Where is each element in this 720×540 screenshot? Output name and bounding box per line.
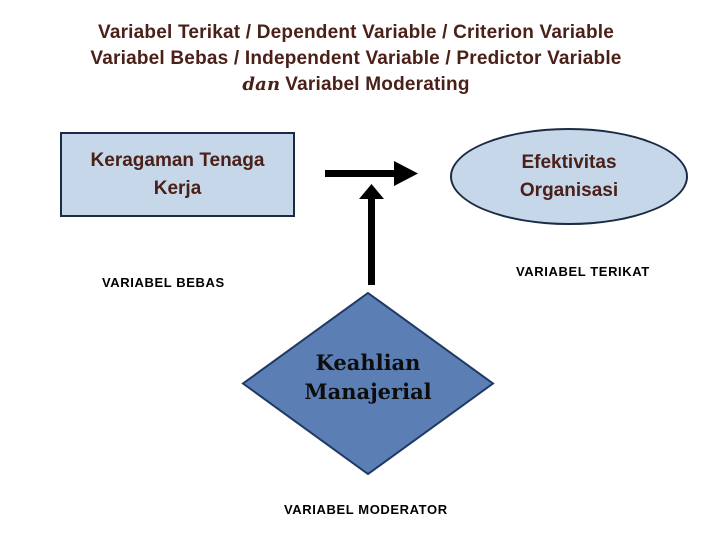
caption-variabel-terikat: VARIABEL TERIKAT	[516, 264, 650, 279]
dependent-variable-label: Efektivitas Organisasi	[519, 151, 619, 201]
slide-title: Variabel Terikat / Dependent Variable / …	[0, 20, 712, 98]
moderator-label-line-1: Keahlian	[315, 350, 421, 375]
moderator-diamond	[241, 291, 495, 476]
moderator-variable-label: Keahlian Manajerial	[267, 348, 469, 406]
title-line-3-text: Variabel Moderating	[285, 74, 470, 95]
independent-variable-label: Keragaman Tenaga Kerja	[90, 149, 265, 199]
dependent-variable-ellipse: Efektivitas Organisasi	[450, 128, 688, 225]
title-line-1: Variabel Terikat / Dependent Variable / …	[98, 22, 614, 43]
title-line-2: Variabel Bebas / Independent Variable / …	[90, 48, 622, 69]
caption-variabel-moderator: VARIABEL MODERATOR	[284, 502, 448, 517]
arrow-right-connector	[325, 161, 418, 186]
arrow-up-connector	[359, 184, 384, 285]
moderator-label-line-2: Manajerial	[304, 379, 432, 404]
title-dan-script: dan	[242, 74, 281, 95]
caption-variabel-bebas: VARIABEL BEBAS	[102, 275, 225, 290]
independent-variable-box: Keragaman Tenaga Kerja	[60, 132, 295, 217]
